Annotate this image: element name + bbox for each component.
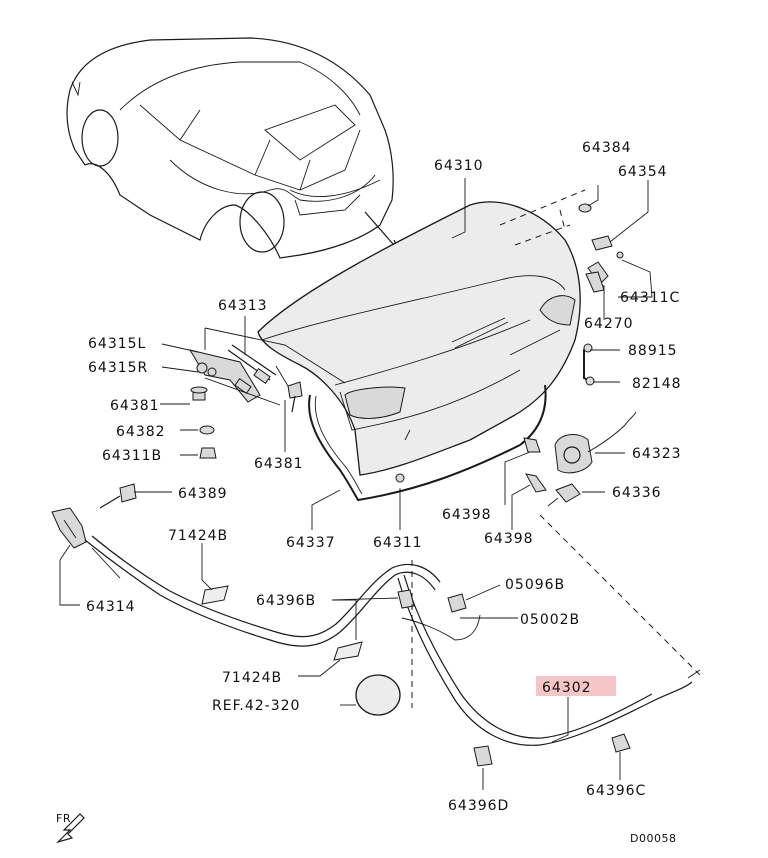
trunk-lid xyxy=(257,189,586,483)
label-64337[interactable]: 64337 xyxy=(286,535,336,551)
label-05002b[interactable]: 05002B xyxy=(520,612,580,628)
label-64310[interactable]: 64310 xyxy=(434,158,484,174)
hinge-assembly xyxy=(188,327,346,459)
label-64381-left[interactable]: 64381 xyxy=(110,398,160,414)
label-88915[interactable]: 88915 xyxy=(628,343,678,359)
label-64382[interactable]: 64382 xyxy=(116,424,166,440)
label-64323[interactable]: 64323 xyxy=(632,446,682,462)
label-64311b[interactable]: 64311B xyxy=(102,448,162,464)
label-64389[interactable]: 64389 xyxy=(178,486,228,502)
label-64396d[interactable]: 64396D xyxy=(448,798,509,814)
label-64311c[interactable]: 64311C xyxy=(620,290,680,306)
label-64398-upper[interactable]: 64398 xyxy=(442,507,492,523)
label-64354[interactable]: 64354 xyxy=(618,164,668,180)
label-64384[interactable]: 64384 xyxy=(582,140,632,156)
label-64396c[interactable]: 64396C xyxy=(586,783,646,799)
leader-lines xyxy=(59,178,653,790)
label-64315l[interactable]: 64315L xyxy=(88,336,146,352)
label-64302[interactable]: 64302 xyxy=(542,680,592,696)
label-71424b-bottom[interactable]: 71424B xyxy=(222,670,282,686)
part-labels: 64384 64354 64310 64311C 64270 88915 821… xyxy=(56,140,682,845)
label-fr: FR xyxy=(56,812,71,825)
weatherstrip-64337 xyxy=(308,384,547,502)
label-64315r[interactable]: 64315R xyxy=(88,360,148,376)
right-parts xyxy=(523,203,637,507)
front-arrow-icon xyxy=(55,813,85,844)
label-71424b-top[interactable]: 71424B xyxy=(168,528,228,544)
label-64398-lower[interactable]: 64398 xyxy=(484,531,534,547)
label-64381-right[interactable]: 64381 xyxy=(254,456,304,472)
label-64396b[interactable]: 64396B xyxy=(256,593,316,609)
diagram-code: D00058 xyxy=(630,832,676,845)
label-64311[interactable]: 64311 xyxy=(373,535,423,551)
label-64270[interactable]: 64270 xyxy=(584,316,634,332)
release-cable xyxy=(51,483,701,767)
label-64313[interactable]: 64313 xyxy=(218,298,268,314)
label-ref-42-320[interactable]: REF.42-320 xyxy=(212,698,300,714)
car-illustration xyxy=(66,37,402,259)
highlight-box-64302 xyxy=(536,676,616,696)
label-05096b[interactable]: 05096B xyxy=(505,577,565,593)
label-64336[interactable]: 64336 xyxy=(612,485,662,501)
label-82148[interactable]: 82148 xyxy=(632,376,682,392)
label-64314[interactable]: 64314 xyxy=(86,599,136,615)
